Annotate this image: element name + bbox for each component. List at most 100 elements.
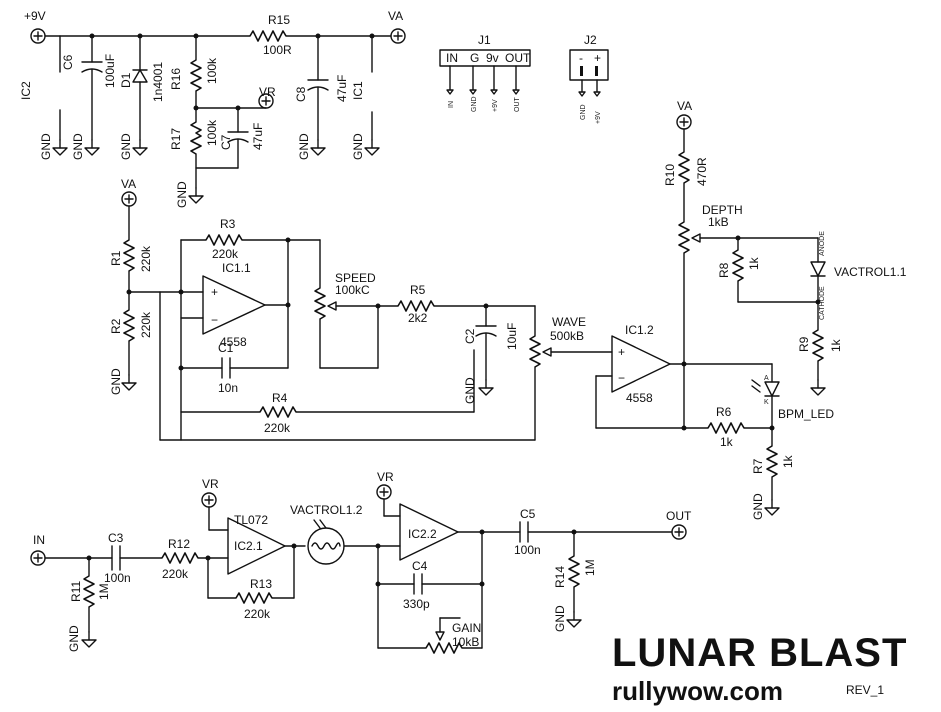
wave-label: WAVE <box>552 315 586 329</box>
r8-resistor <box>732 249 744 282</box>
svg-text:+: + <box>211 285 218 299</box>
r17-label: R17 <box>169 128 183 150</box>
r15-resistor <box>249 30 287 42</box>
r15-value: 100R <box>263 43 292 57</box>
svg-text:9v: 9v <box>486 51 499 65</box>
speed-potentiometer <box>314 287 326 320</box>
input-jack <box>30 550 46 566</box>
r7-label: R7 <box>751 458 765 474</box>
vr-terminal-ic2-1 <box>201 492 217 508</box>
lfo-section: VA R1 220k R2 220k GND R3 220k + − IC1.1… <box>109 177 613 441</box>
r2-resistor <box>123 309 135 342</box>
c5-value: 100n <box>514 543 541 557</box>
r3-label: R3 <box>220 217 236 231</box>
r10-value: 470R <box>695 157 709 186</box>
svg-text:−: − <box>618 371 625 385</box>
connector-j2: J2 - + GND +9V <box>569 33 609 124</box>
r11-resistor <box>83 575 95 608</box>
svg-text:GND: GND <box>67 625 81 652</box>
r9-resistor <box>812 329 824 362</box>
c2-value: 10uF <box>505 323 519 350</box>
c2-label: C2 <box>463 328 477 344</box>
connector-j1: J1 IN G 9v OUT IN GND +9V OUT <box>439 33 531 113</box>
j1-label: J1 <box>478 33 491 47</box>
svg-text:GND: GND <box>71 133 85 160</box>
svg-text:GND: GND <box>751 493 765 520</box>
vactrol1-2-label: VACTROL1.2 <box>290 503 363 517</box>
r16-resistor <box>190 59 202 92</box>
r4-resistor <box>259 406 297 418</box>
r2-value: 220k <box>139 311 153 338</box>
svg-text:+: + <box>594 51 601 65</box>
vactrol1-2-ldr <box>307 527 345 565</box>
c4-value: 330p <box>403 597 430 611</box>
j2-label: J2 <box>584 33 597 47</box>
output-jack <box>671 524 687 540</box>
r3-resistor <box>205 234 243 246</box>
svg-text:OUT: OUT <box>514 97 521 113</box>
ic1-1-value: 4558 <box>220 335 247 349</box>
r5-value: 2k2 <box>408 311 428 325</box>
r13-value: 220k <box>244 607 271 621</box>
c6-label: C6 <box>61 54 75 70</box>
r9-value: 1k <box>829 338 843 352</box>
gain-potentiometer <box>425 642 463 654</box>
svg-text:ANODE: ANODE <box>819 231 826 256</box>
c7-label: C7 <box>219 134 233 150</box>
power-va-label: VA <box>388 9 403 23</box>
r12-label: R12 <box>168 537 190 551</box>
r10-label: R10 <box>663 164 677 186</box>
gain-value: 10kB <box>452 635 479 649</box>
svg-text:IN: IN <box>446 51 458 65</box>
r11-value: 1M <box>97 583 111 600</box>
wave-value: 500kB <box>550 329 584 343</box>
ic1-2-label: IC1.2 <box>625 323 654 337</box>
output-label: OUT <box>666 509 692 523</box>
r16-label: R16 <box>169 68 183 90</box>
svg-text:GND: GND <box>109 368 123 395</box>
svg-text:+9V: +9V <box>595 111 602 124</box>
svg-text:+: + <box>618 345 625 359</box>
svg-text:VR: VR <box>377 470 394 484</box>
va-terminal-r1 <box>121 191 137 207</box>
r9-label: R9 <box>797 336 811 352</box>
svg-text:VR: VR <box>202 477 219 491</box>
depth-potentiometer <box>678 221 690 254</box>
vr-terminal-ic2-2 <box>376 484 392 500</box>
gnd-label: GND <box>39 133 53 160</box>
ic2-1-value: TL072 <box>234 513 268 527</box>
r11-label: R11 <box>69 581 83 602</box>
svg-text:GND: GND <box>119 133 133 160</box>
depth-value: 1kB <box>708 215 729 229</box>
ic1-power-label: IC1 <box>351 81 365 100</box>
r17-value: 100k <box>205 119 219 146</box>
svg-text:CATHODE: CATHODE <box>819 286 826 320</box>
r1-value: 220k <box>139 245 153 272</box>
ic1-2-value: 4558 <box>626 391 653 405</box>
vr-label: VR <box>259 85 276 99</box>
r8-value: 1k <box>747 256 761 270</box>
power-9v-terminal <box>30 28 46 44</box>
ic2-power-label: IC2 <box>19 81 33 100</box>
ic1-2-opamp <box>611 335 671 393</box>
svg-text:K: K <box>764 399 769 406</box>
r8-label: R8 <box>717 262 731 278</box>
input-label: IN <box>33 533 45 547</box>
c3-value: 100n <box>104 571 131 585</box>
r1-resistor <box>123 239 135 272</box>
r13-label: R13 <box>250 577 272 591</box>
speed-label: SPEED <box>335 271 376 285</box>
c7-value: 47uF <box>251 123 265 150</box>
ic1-1-label: IC1.1 <box>222 261 251 275</box>
svg-text:GND: GND <box>351 133 365 160</box>
gain-label: GAIN <box>452 621 481 635</box>
c8-label: C8 <box>294 86 308 102</box>
r14-value: 1M <box>583 559 597 576</box>
c4-label: C4 <box>412 559 428 573</box>
depth-label: DEPTH <box>702 203 743 217</box>
svg-text:GND: GND <box>297 133 311 160</box>
ic2-1-opamp <box>227 517 286 575</box>
vactrol1-1-led <box>810 261 826 277</box>
